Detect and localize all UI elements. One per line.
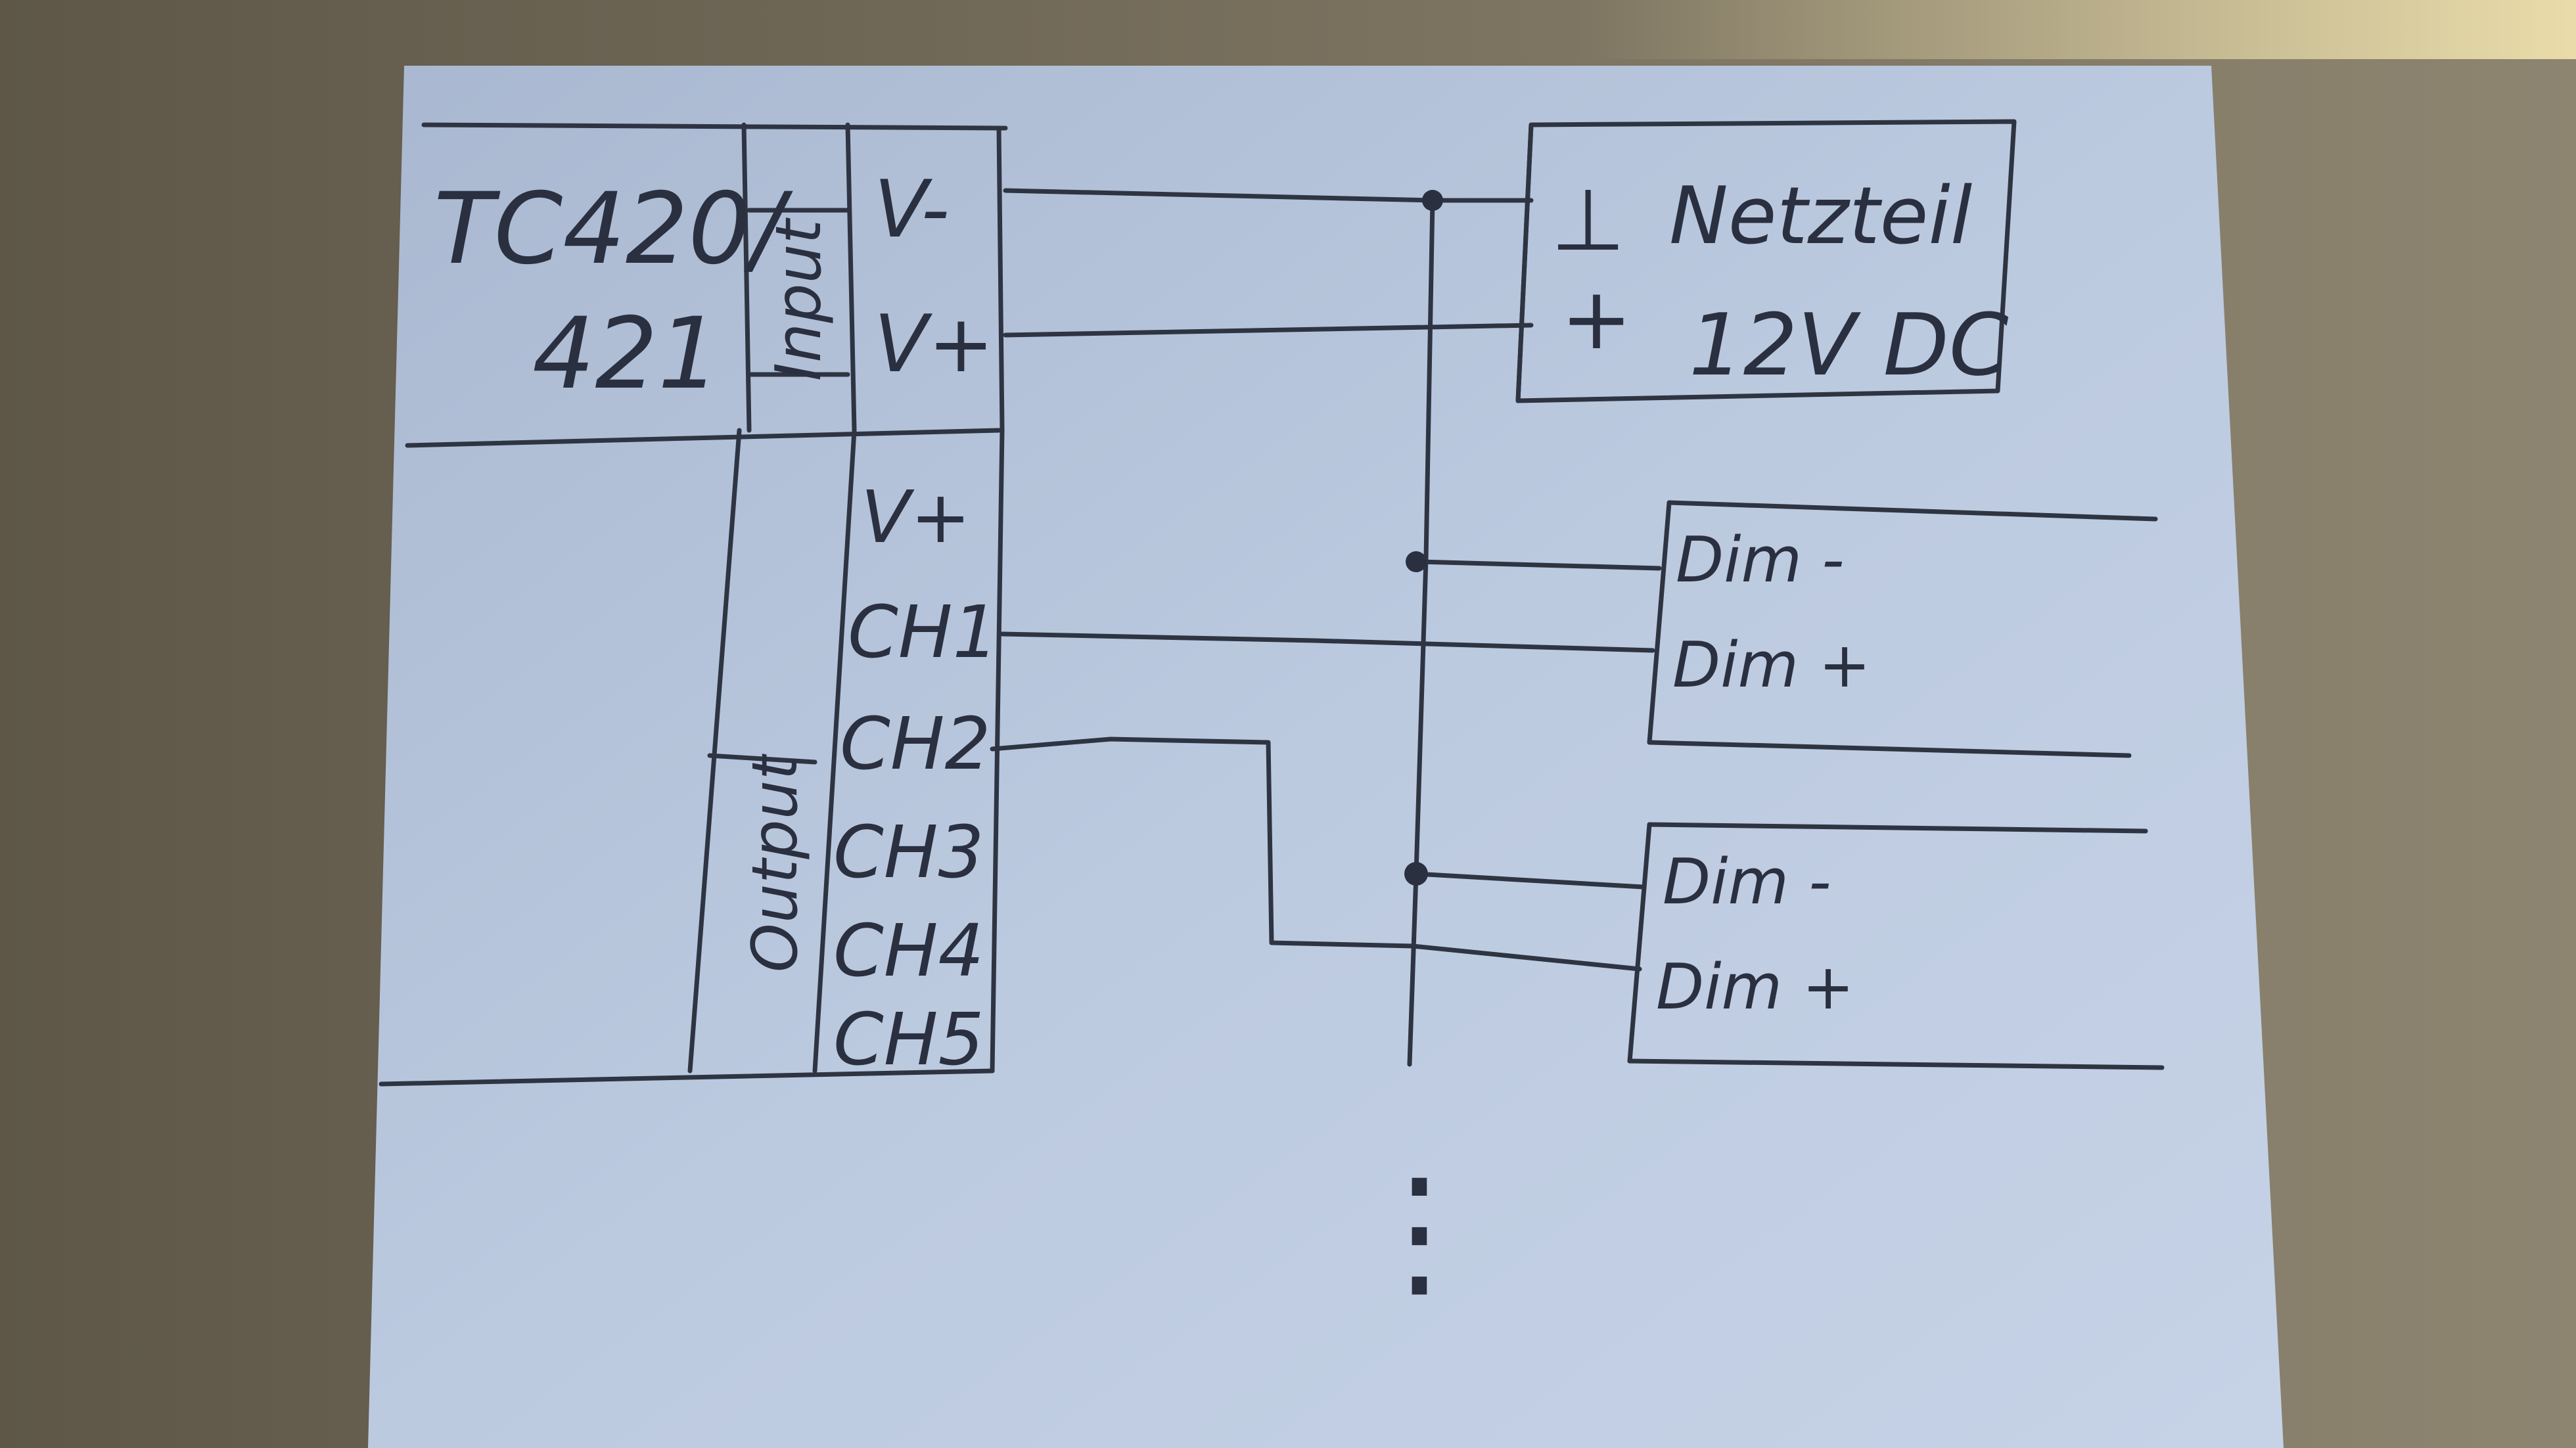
junction-dot-top bbox=[1422, 190, 1443, 211]
terminal-ch2: CH2 bbox=[840, 702, 991, 786]
wire-ch1-to-dimmer-1 bbox=[1000, 631, 1655, 653]
wire-ground-bus bbox=[1407, 198, 1435, 1067]
terminal-ch3: CH3 bbox=[833, 810, 984, 894]
wire-v-plus-to-supply bbox=[1003, 323, 1534, 338]
plus-symbol: + bbox=[1561, 269, 1632, 369]
continuation-dots: ⋮ bbox=[1347, 1147, 1492, 1315]
power-supply-voltage: 12V DC bbox=[1689, 295, 2009, 395]
terminal-v-minus: V- bbox=[874, 164, 950, 256]
input-label: Input bbox=[763, 217, 835, 381]
ground-symbol: ⊥ bbox=[1551, 170, 1625, 270]
paper-sheet bbox=[368, 66, 2284, 1448]
junction-dot-dimmer-1 bbox=[1406, 551, 1427, 572]
wire-dimmer-1-minus bbox=[1417, 559, 1662, 571]
controller-block bbox=[379, 122, 1008, 1087]
controller-model-line2: 421 bbox=[532, 297, 720, 411]
dimmer-2-plus-label: Dim + bbox=[1656, 951, 1854, 1024]
light-glare bbox=[1577, 0, 2576, 59]
dimmer-1-block bbox=[1647, 500, 2158, 758]
dimmer-2-minus-label: Dim - bbox=[1663, 846, 1831, 918]
wire-dimmer-2-minus bbox=[1414, 871, 1645, 890]
dimmer-1-plus-label: Dim + bbox=[1672, 629, 1871, 702]
junction-dot-dimmer-2 bbox=[1404, 862, 1428, 886]
output-label: Output bbox=[739, 753, 812, 972]
terminal-ch1: CH1 bbox=[848, 590, 999, 674]
controller-model-line1: TC420/ bbox=[434, 172, 794, 286]
terminal-v-plus-output: V+ bbox=[861, 475, 971, 559]
power-supply-block bbox=[1515, 119, 2017, 403]
wire-ch2-to-dimmer-2 bbox=[990, 736, 1642, 972]
dimmer-1-minus-label: Dim - bbox=[1676, 524, 1845, 597]
terminal-ch4: CH4 bbox=[833, 909, 984, 993]
wires bbox=[990, 188, 1662, 1067]
terminal-v-plus-input: V+ bbox=[874, 299, 994, 390]
power-supply-title: Netzteil bbox=[1669, 171, 1972, 262]
dimmer-2-block bbox=[1627, 822, 2165, 1070]
terminal-ch5: CH5 bbox=[833, 997, 984, 1081]
